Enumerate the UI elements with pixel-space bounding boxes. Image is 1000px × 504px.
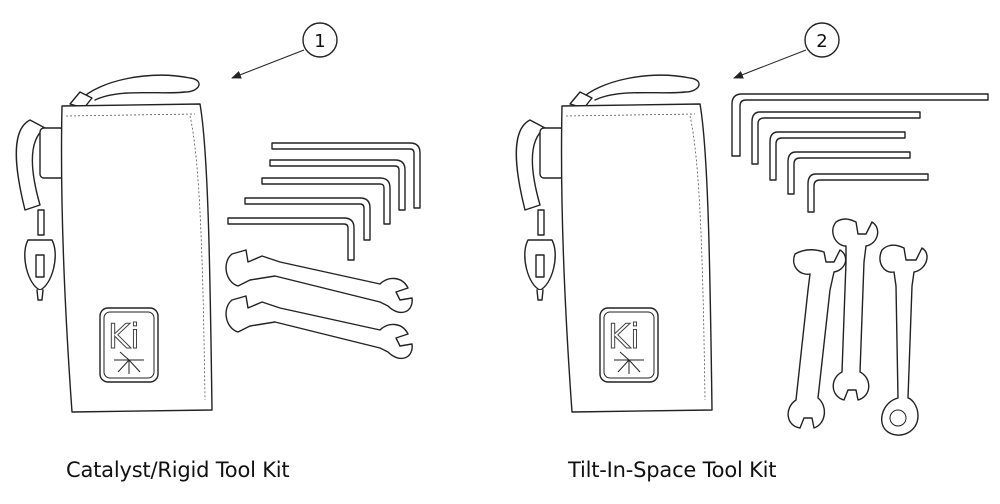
kit-1-logo-burst xyxy=(114,351,144,374)
kit-1-caption: Catalyst/Rigid Tool Kit xyxy=(66,458,290,482)
callout-1-number: 1 xyxy=(314,31,325,52)
kit-2-group: 2 Ki xyxy=(515,22,989,436)
callout-2-number: 2 xyxy=(816,31,827,52)
kit-2-caption: Tilt-In-Space Tool Kit xyxy=(568,458,777,482)
kit-1-hex-keys xyxy=(227,142,421,261)
kit-1-wrenches xyxy=(225,249,413,360)
callout-2: 2 xyxy=(733,22,840,79)
kit-2-logo-text: Ki xyxy=(608,317,640,357)
kit-1-pouch: Ki xyxy=(15,74,213,413)
kit-1-group: 1 Ki xyxy=(15,22,421,413)
callout-2-arrow xyxy=(733,49,807,79)
kit-1-logo-frame xyxy=(99,307,159,383)
callout-1: 1 xyxy=(231,22,338,79)
kit-2-logo-frame xyxy=(599,307,659,383)
callout-1-arrow xyxy=(231,49,305,79)
kit-2-hex-keys xyxy=(731,93,989,213)
kit-2-logo-burst xyxy=(614,351,644,374)
kit-2-pouch: Ki xyxy=(515,74,713,413)
kit-1-logo-text: Ki xyxy=(108,317,140,357)
kit-2-wrenches xyxy=(787,218,928,436)
